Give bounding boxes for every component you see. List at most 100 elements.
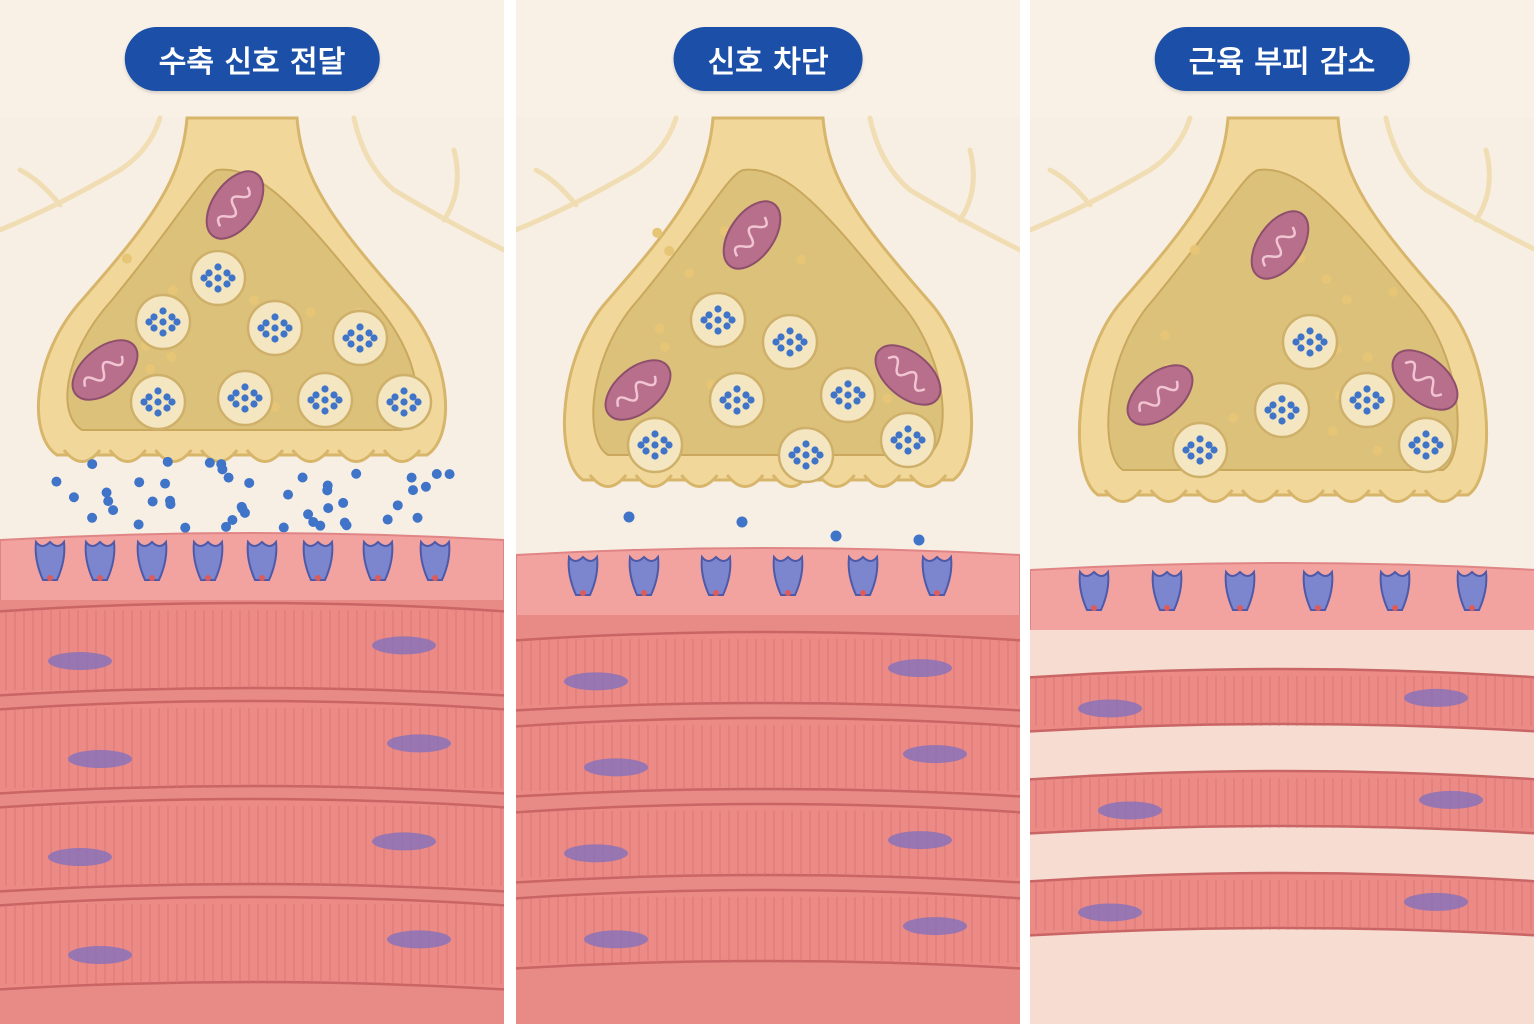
panel-contraction-signal: 수축 신호 전달 — [0, 0, 504, 1024]
neurotransmitter — [392, 500, 403, 511]
neurotransmitter — [133, 519, 144, 530]
neurotransmitter — [271, 313, 279, 321]
mitochondrion — [1126, 364, 1194, 426]
muscle-fiber — [516, 888, 1020, 970]
membrane-fold — [108, 449, 147, 463]
granule — [1321, 274, 1332, 285]
neurotransmitter — [904, 436, 912, 444]
muscle-nucleus — [1404, 892, 1468, 911]
neurotransmitter — [200, 274, 208, 282]
neurotransmitter — [651, 452, 659, 460]
neurotransmitter — [297, 472, 308, 483]
neurotransmitter — [714, 305, 722, 313]
neurotransmitter — [365, 329, 373, 337]
neurotransmitter — [660, 447, 668, 455]
neurotransmitter — [793, 457, 801, 465]
neurotransmitter — [431, 469, 442, 480]
neurotransmitter — [811, 457, 819, 465]
granule — [652, 227, 663, 238]
membrane-fold — [382, 449, 422, 463]
neurotransmitter — [356, 334, 364, 342]
neurotransmitter — [786, 349, 794, 357]
synaptic-vesicle — [246, 299, 304, 357]
granule — [145, 363, 156, 374]
receptor-body — [628, 554, 660, 596]
panel-title-pill: 근육 부피 감소 — [1154, 27, 1410, 91]
neurotransmitter — [786, 338, 794, 346]
neurotransmitter — [159, 307, 167, 315]
neurotransmitter — [1196, 457, 1204, 465]
neurotransmitter — [101, 487, 112, 498]
synaptic-vesicle — [1281, 313, 1339, 371]
neurotransmitter — [221, 521, 232, 532]
panel-title-pill: 신호 차단 — [673, 27, 863, 91]
neurotransmitter — [853, 386, 861, 394]
neurotransmitter — [145, 318, 153, 326]
mitochondrion-cristae — [1404, 360, 1443, 397]
neurotransmitter — [1422, 452, 1430, 460]
receptor-body — [34, 539, 66, 581]
mitochondrion — [1391, 349, 1459, 411]
granule — [1189, 244, 1200, 255]
neurotransmitter — [51, 476, 62, 487]
acetylcholine-receptor — [302, 539, 334, 581]
neurotransmitter — [1431, 447, 1439, 455]
acetylcholine-receptor — [246, 539, 278, 581]
receptor-body — [1456, 569, 1488, 611]
neurotransmitter — [150, 313, 158, 321]
receptor-body — [192, 539, 224, 581]
neurotransmitter — [406, 472, 417, 483]
neurotransmitter — [1196, 435, 1204, 443]
neurotransmitter — [400, 398, 408, 406]
neurotransmitter — [1187, 441, 1195, 449]
neurotransmitter — [162, 456, 173, 467]
neurotransmitter — [913, 442, 921, 450]
receptor-body — [136, 539, 168, 581]
muscle-nucleus — [903, 917, 967, 936]
muscle-fibers — [516, 615, 1020, 1024]
receptor-body — [84, 539, 116, 581]
receptor-site — [580, 590, 586, 596]
neurotransmitter — [271, 324, 279, 332]
membrane-fold — [725, 474, 765, 488]
receptor-site — [1237, 605, 1243, 611]
granule — [684, 268, 695, 279]
neurotransmitter — [747, 396, 755, 404]
neurotransmitter — [1182, 446, 1190, 454]
neurotransmitter — [795, 344, 803, 352]
neurotransmitter — [1278, 395, 1286, 403]
granule — [249, 295, 260, 306]
neurotransmitter — [365, 340, 373, 348]
neurotransmitter — [250, 389, 258, 397]
neurotransmitter — [1422, 441, 1430, 449]
neurotransmitter — [262, 319, 270, 327]
neurotransmitter — [391, 393, 399, 401]
neurotransmitter — [257, 324, 265, 332]
neurotransmitter — [321, 385, 329, 393]
membrane-fold — [1423, 489, 1463, 503]
neurotransmitter — [772, 338, 780, 346]
neurotransmitter — [356, 345, 364, 353]
neurotransmitter — [103, 496, 114, 507]
neurotransmitter — [714, 316, 722, 324]
synaptic-vesicle — [819, 366, 877, 424]
muscle-nucleus — [584, 930, 648, 949]
acetylcholine-receptor — [772, 554, 804, 596]
neurotransmitter — [811, 446, 819, 454]
neurotransmitter — [330, 402, 338, 410]
synaptic-vesicle — [189, 249, 247, 307]
granule — [882, 393, 893, 404]
panel-signal-blocked: 신호 차단 — [516, 0, 1020, 1024]
neurotransmitter — [312, 391, 320, 399]
synaptic-vesicle — [1253, 381, 1311, 439]
neurotransmitter — [1363, 396, 1371, 404]
neurotransmitter — [895, 442, 903, 450]
neurotransmitter — [1297, 333, 1305, 341]
muscle-fiber — [0, 895, 504, 991]
granule — [166, 351, 177, 362]
neurotransmitter — [307, 396, 315, 404]
neurotransmitter — [386, 398, 394, 406]
neurotransmitter — [241, 405, 249, 413]
fiber-body — [516, 716, 1020, 798]
acetylcholine-receptor — [1224, 569, 1256, 611]
